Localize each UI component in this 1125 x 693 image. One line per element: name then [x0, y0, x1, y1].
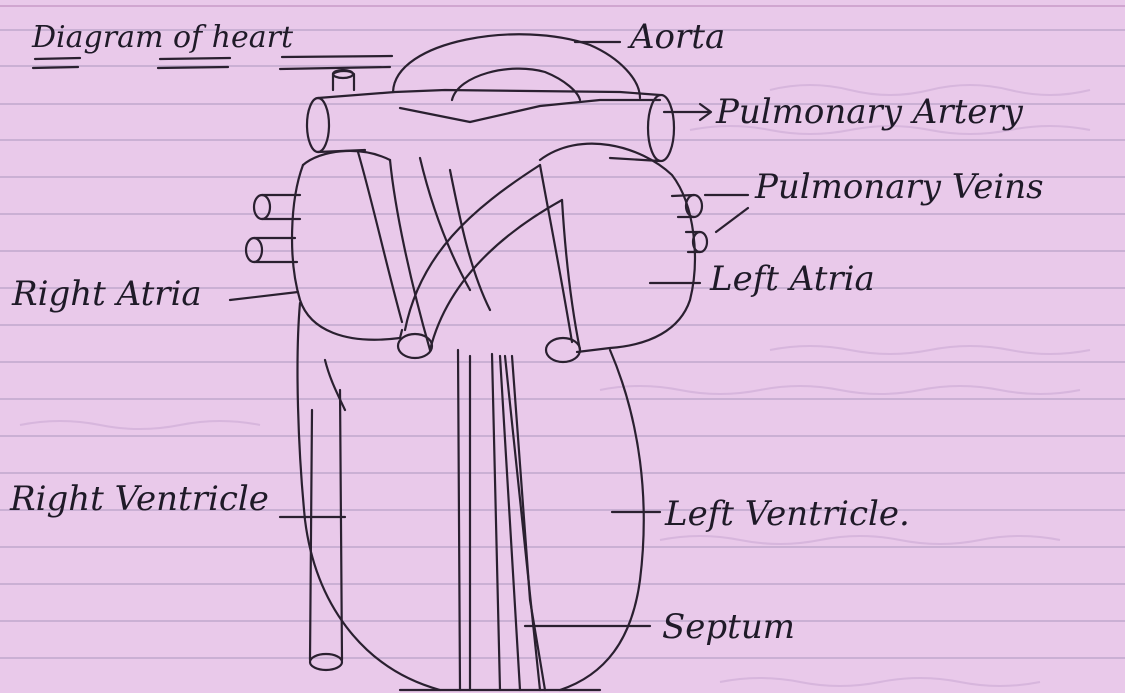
septum-lines	[458, 350, 460, 690]
atria-outline	[292, 165, 402, 340]
label-left-atria: Left Atria	[709, 259, 875, 299]
title-underline	[33, 56, 392, 69]
label-pulmonary-veins: Pulmonary Veins	[754, 167, 1044, 207]
label-right-ventricle: Right Ventricle	[9, 479, 269, 519]
label-left-ventricle: Left Ventricle.	[664, 494, 910, 534]
label-right-atria: Right Atria	[11, 274, 202, 314]
label-septum: Septum	[662, 607, 795, 647]
ventricle-outline	[298, 303, 440, 690]
label-pulmonary-artery: Pulmonary Artery	[715, 92, 1024, 132]
diagram-title: Diagram of heart	[31, 20, 294, 55]
label-aorta: Aorta	[627, 17, 725, 57]
